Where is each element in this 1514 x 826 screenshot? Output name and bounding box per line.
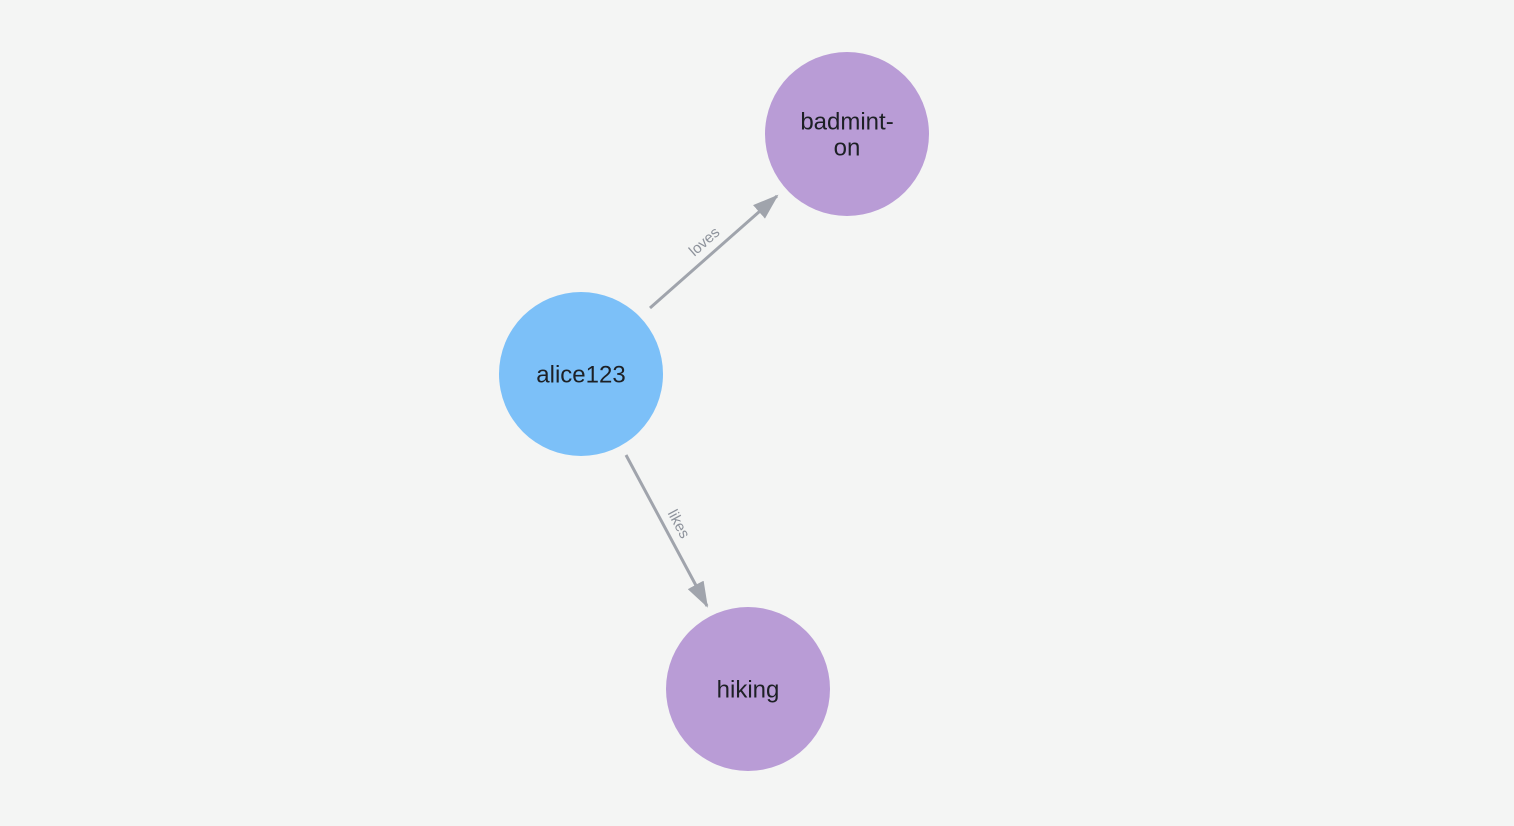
node-circle — [499, 292, 663, 456]
edge-likes[interactable]: likes — [624, 454, 709, 608]
node-alice123[interactable]: alice123 — [499, 292, 663, 456]
edge-arrow — [624, 454, 709, 608]
edge-arrow — [649, 194, 779, 310]
node-circle — [666, 607, 830, 771]
node-badminton[interactable]: badmint-on — [765, 52, 929, 216]
node-circle — [765, 52, 929, 216]
node-hiking[interactable]: hiking — [666, 607, 830, 771]
edge-loves[interactable]: loves — [649, 194, 779, 310]
edge-label: loves — [686, 224, 724, 260]
